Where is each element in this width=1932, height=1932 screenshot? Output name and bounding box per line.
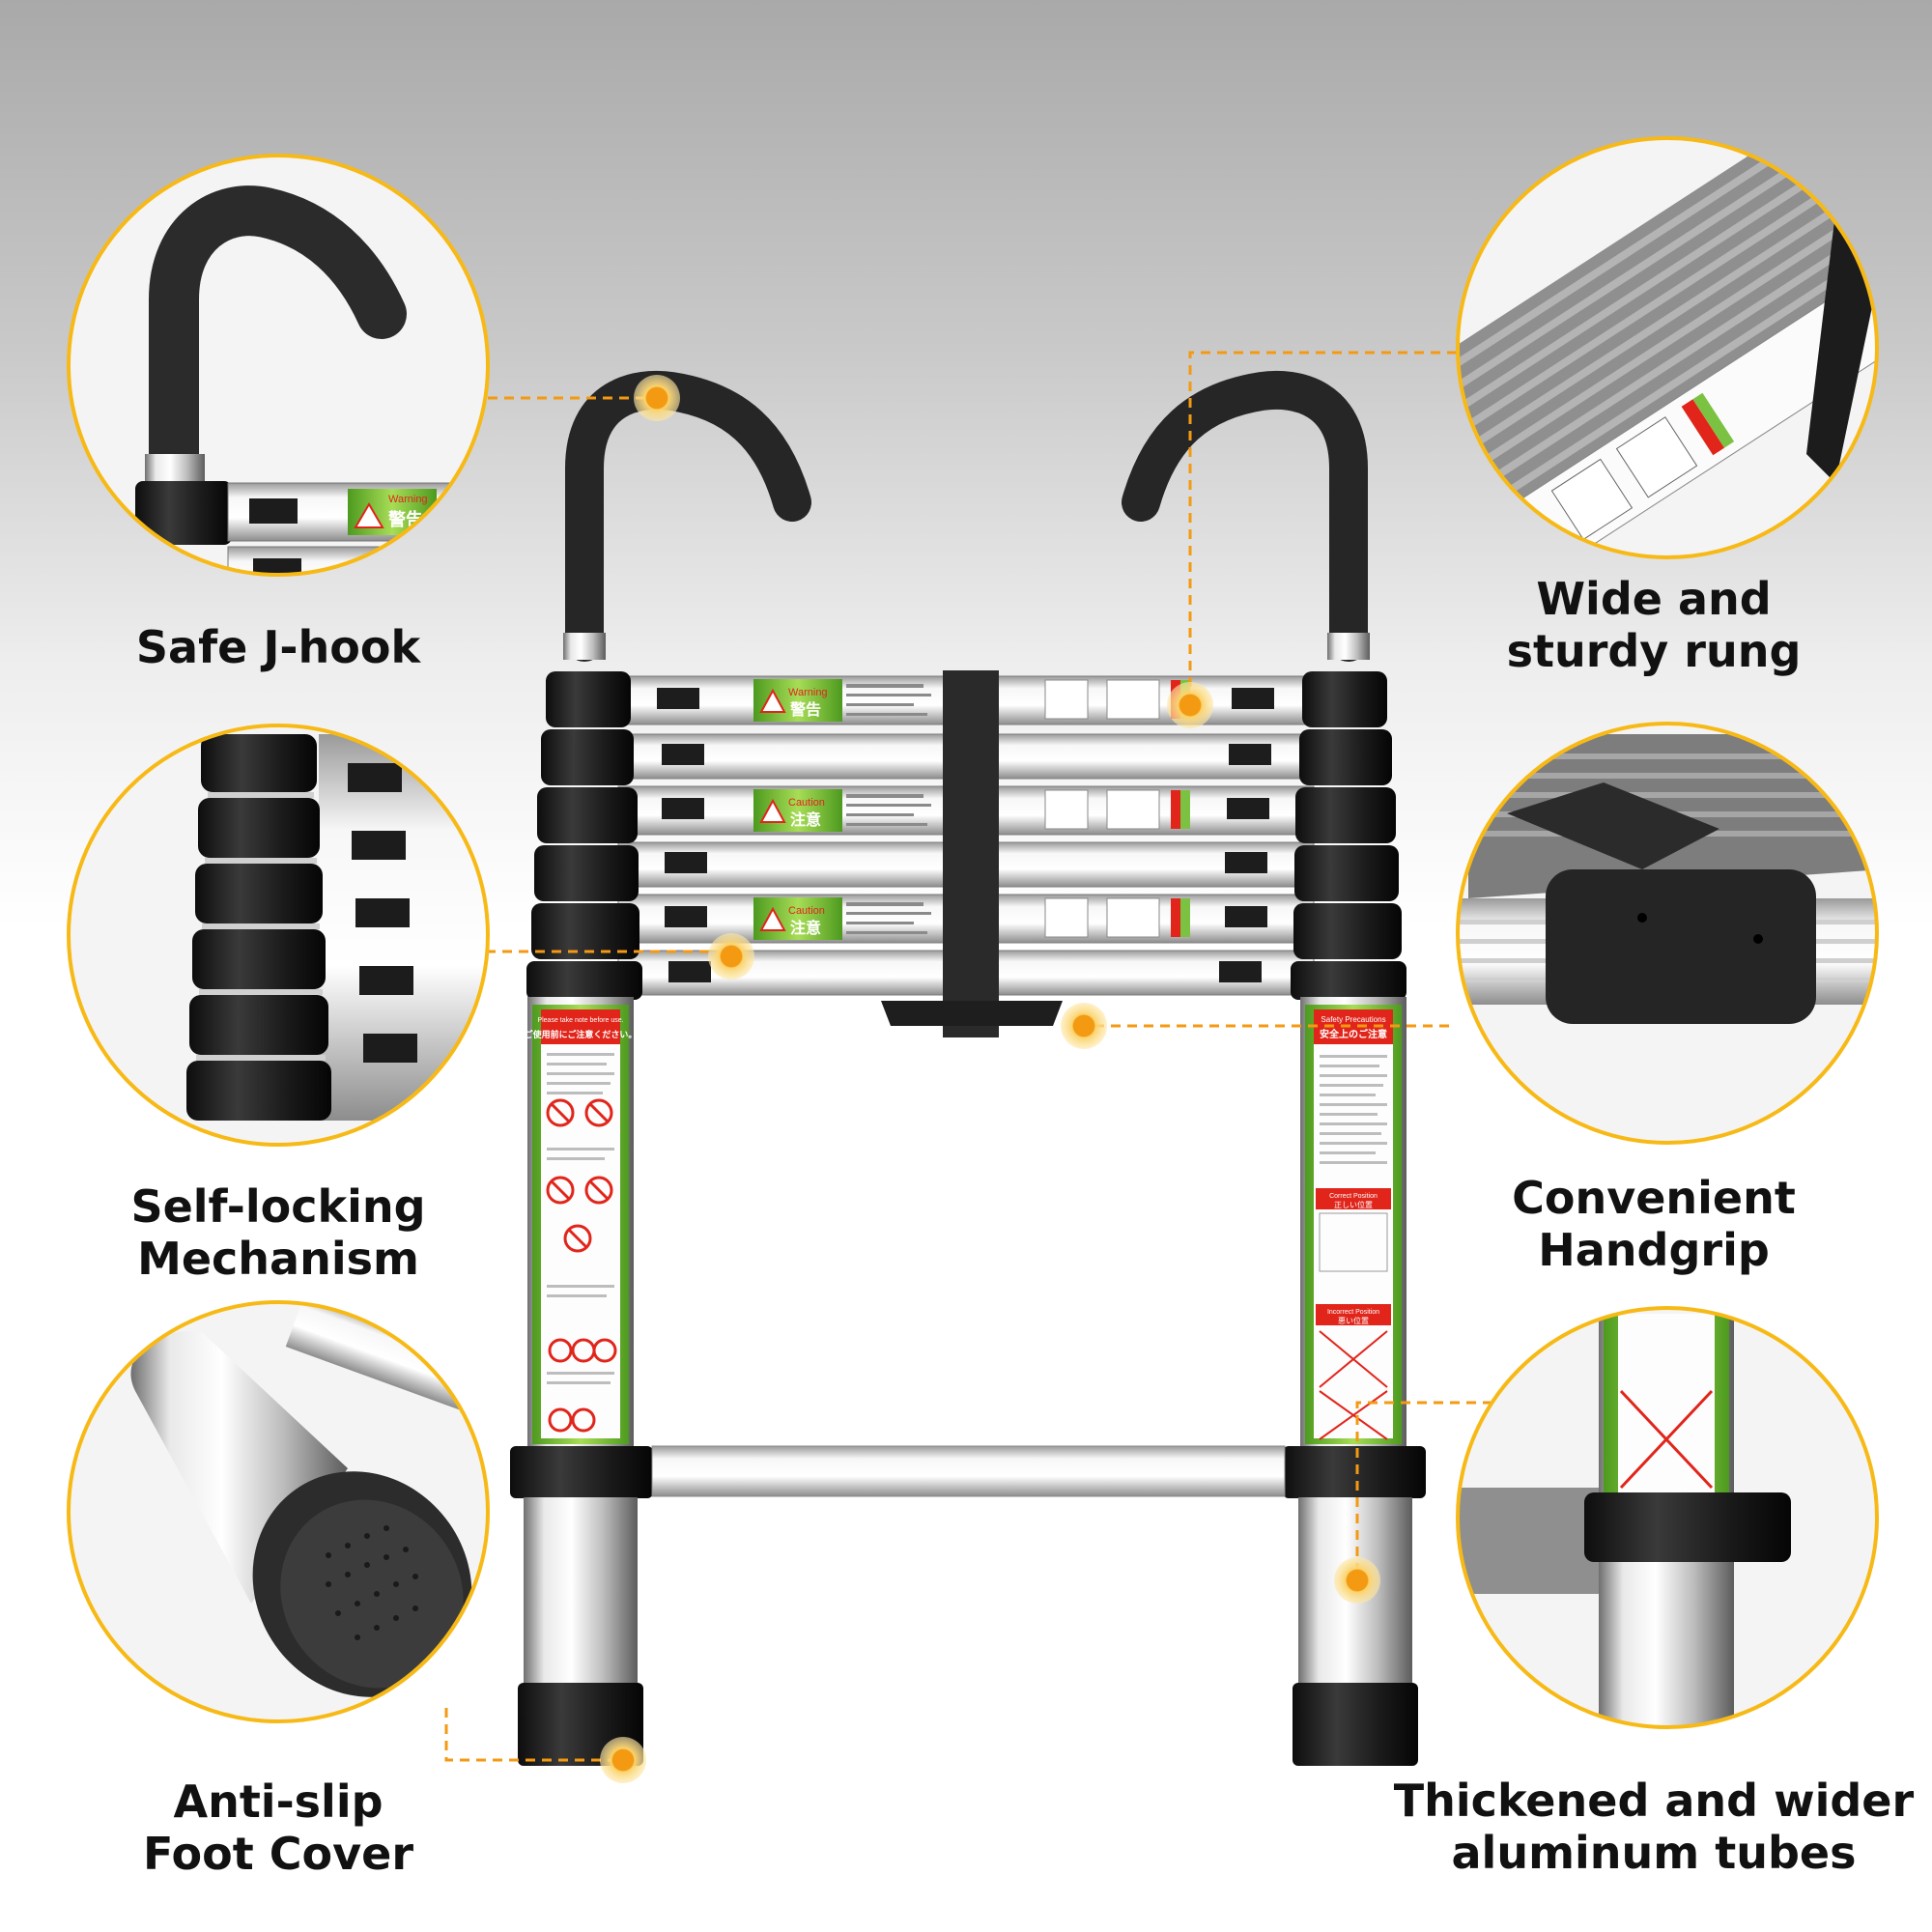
label-self-locking-line-1: Self-locking — [130, 1180, 426, 1233]
left-main-tube: Please take note before use. ご使用前にご注意くださ… — [525, 997, 638, 1459]
label-convenient-handgrip: Convenient Handgrip — [1461, 1172, 1847, 1276]
label-wide-sturdy-rung: Wide and sturdy rung — [1461, 573, 1847, 677]
right-tube-header-en: Safety Precautions — [1321, 1015, 1385, 1024]
label-handgrip-line-1: Convenient — [1512, 1172, 1796, 1224]
ladder: Warning 警告 Caution 注意 Caution 注意 — [510, 370, 1426, 1766]
callout-dot-foot — [600, 1737, 646, 1783]
correct-position-en: Correct Position — [1329, 1193, 1378, 1200]
label-anti-slip-foot-cover: Anti-slip Foot Cover — [85, 1776, 471, 1880]
label-safe-j-hook-line-1: Safe J-hook — [135, 621, 421, 673]
label-wide-rung-line-1: Wide and — [1536, 573, 1772, 625]
rung-caution-jp-2: 注意 — [790, 919, 821, 937]
label-anti-slip-line-2: Foot Cover — [143, 1828, 413, 1880]
rung-caution-en: Caution — [788, 797, 825, 809]
circle-closeup-j-hook: Warning 警告 — [67, 154, 490, 577]
rung-warning-en: Warning — [788, 687, 828, 698]
label-self-locking-line-2: Mechanism — [137, 1233, 419, 1285]
rung-caution-en-2: Caution — [788, 905, 825, 917]
callout-dot-tube — [1334, 1557, 1380, 1604]
label-safe-j-hook: Safe J-hook — [85, 621, 471, 673]
callout-dot-handgrip — [1061, 1003, 1107, 1049]
left-tube-header-en: Please take note before use. — [537, 1017, 623, 1024]
handgrip — [881, 670, 1063, 1037]
label-thick-aluminum-tubes: Thickened and wider aluminum tubes — [1383, 1775, 1924, 1879]
incorrect-position-jp: 悪い位置 — [1338, 1316, 1369, 1325]
callout-dot-hook — [634, 375, 680, 421]
callout-dot-lock — [708, 933, 754, 980]
label-tubes-line-2: aluminum tubes — [1451, 1827, 1857, 1879]
circle-closeup-handgrip — [1456, 722, 1879, 1145]
label-anti-slip-line-1: Anti-slip — [173, 1776, 384, 1828]
right-locking-collars — [1291, 671, 1406, 1000]
callout-leaders — [444, 351, 1492, 1762]
incorrect-position-en: Incorrect Position — [1327, 1309, 1379, 1316]
label-self-locking-mechanism: Self-locking Mechanism — [85, 1180, 471, 1285]
left-tube-header-jp: ご使用前にご注意ください。 — [525, 1029, 638, 1040]
label-tubes-line-1: Thickened and wider — [1393, 1775, 1915, 1827]
right-tube-header-jp: 安全上のご注意 — [1320, 1028, 1387, 1040]
rung-warning-jp: 警告 — [789, 700, 821, 719]
closeup-warning-en: Warning — [388, 494, 428, 505]
circle-closeup-self-locking — [67, 724, 490, 1147]
right-main-tube: Safety Precautions 安全上のご注意 Correct Posit… — [1300, 997, 1406, 1459]
lower-section — [510, 1445, 1426, 1766]
correct-position-jp: 正しい位置 — [1334, 1200, 1373, 1209]
callout-dot-rung — [1167, 682, 1213, 728]
circle-closeup-anti-slip-foot — [67, 1300, 490, 1723]
rung-caution-jp: 注意 — [790, 810, 821, 829]
label-handgrip-line-2: Handgrip — [1538, 1224, 1770, 1276]
label-wide-rung-line-2: sturdy rung — [1506, 625, 1802, 677]
circle-closeup-wide-rung — [1456, 136, 1879, 559]
callout-dots — [600, 375, 1380, 1783]
left-locking-collars — [526, 671, 642, 1000]
right-j-hook — [1122, 370, 1368, 662]
left-j-hook — [565, 370, 811, 662]
circle-closeup-aluminum-tubes — [1456, 1306, 1879, 1729]
